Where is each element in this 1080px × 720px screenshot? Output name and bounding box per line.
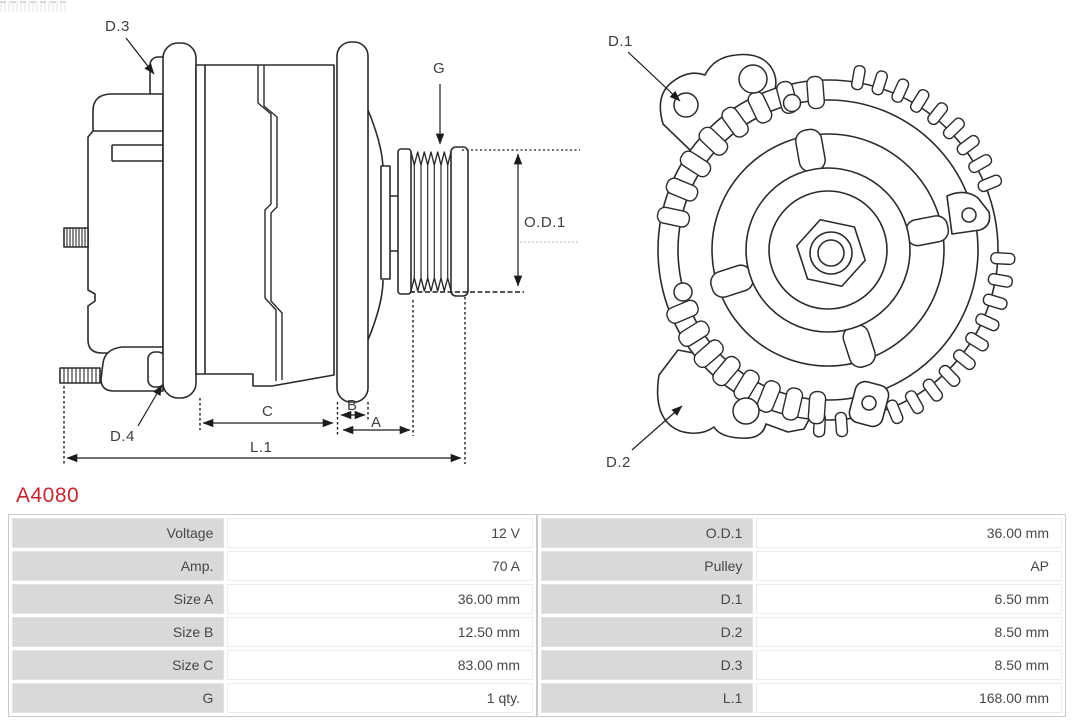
- rear-flange: [162, 42, 197, 399]
- table-row: Amp. 70 A: [12, 551, 533, 581]
- housing-seam: [257, 65, 283, 381]
- table-row: Size C 83.00 mm: [12, 650, 533, 680]
- dimension-lines: [63, 37, 580, 464]
- vent-slots: [656, 75, 827, 425]
- label-od1: O.D.1: [524, 214, 566, 231]
- spec-label: D.3: [541, 650, 754, 680]
- table-row: D.2 8.50 mm: [541, 617, 1062, 647]
- spec-label: G: [12, 683, 225, 713]
- spec-label: Size B: [12, 617, 225, 647]
- spec-value: 1 qty.: [227, 683, 533, 713]
- label-d1: D.1: [608, 33, 633, 50]
- spec-label: D.2: [541, 617, 754, 647]
- spec-value: AP: [756, 551, 1062, 581]
- spec-label: Size A: [12, 584, 225, 614]
- label-c: C: [262, 403, 273, 420]
- spec-tables: Voltage 12 V Amp. 70 A Size A 36.00 mm S…: [8, 514, 1066, 717]
- spec-table-right: O.D.1 36.00 mm Pulley AP D.1 6.50 mm D.2…: [537, 514, 1066, 717]
- spec-value: 6.50 mm: [756, 584, 1062, 614]
- label-b: B: [347, 397, 358, 414]
- spec-label: L.1: [541, 683, 754, 713]
- side-view-drawing: D.3 G O.D.1 D.4 C B A L.1: [59, 18, 580, 464]
- spec-table-left: Voltage 12 V Amp. 70 A Size A 36.00 mm S…: [8, 514, 537, 717]
- spec-label: O.D.1: [541, 518, 754, 548]
- table-row: L.1 168.00 mm: [541, 683, 1062, 713]
- rear-housing: [87, 93, 164, 354]
- spec-value: 36.00 mm: [227, 584, 533, 614]
- label-g: G: [433, 60, 445, 77]
- front-view-drawing: D.1 D.2: [606, 33, 1016, 471]
- spec-value: 36.00 mm: [756, 518, 1062, 548]
- shaft-spacer: [380, 165, 391, 280]
- spec-label: D.1: [541, 584, 754, 614]
- spec-label: Size C: [12, 650, 225, 680]
- spec-label: Voltage: [12, 518, 225, 548]
- table-row: Voltage 12 V: [12, 518, 533, 548]
- label-l1: L.1: [250, 439, 272, 456]
- spokes: [710, 128, 950, 368]
- threaded-stud-bottom: [59, 367, 101, 384]
- spec-label: Pulley: [541, 551, 754, 581]
- part-number: A4080: [16, 484, 80, 507]
- technical-drawings: D.3 G O.D.1 D.4 C B A L.1: [59, 18, 1016, 471]
- table-row: Size B 12.50 mm: [12, 617, 533, 647]
- front-flange: [336, 41, 369, 403]
- front-view-leaders: [627, 51, 683, 451]
- drawings-svg: D.3 G O.D.1 D.4 C B A L.1: [59, 18, 1016, 471]
- threaded-stud-top: [63, 227, 89, 248]
- pulley: [397, 146, 469, 297]
- table-row: Size A 36.00 mm: [12, 584, 533, 614]
- table-row: G 1 qty.: [12, 683, 533, 713]
- spec-value: 8.50 mm: [756, 617, 1062, 647]
- pulley-hub: [745, 167, 911, 333]
- table-row: O.D.1 36.00 mm: [541, 518, 1062, 548]
- table-row: Pulley AP: [541, 551, 1062, 581]
- mounting-holes: [673, 64, 977, 425]
- spec-value: 12.50 mm: [227, 617, 533, 647]
- label-d2: D.2: [606, 454, 631, 471]
- spec-value: 83.00 mm: [227, 650, 533, 680]
- table-row: D.3 8.50 mm: [541, 650, 1062, 680]
- label-d3: D.3: [105, 18, 130, 35]
- watermark-fragment: [0, 1, 66, 12]
- spec-value: 168.00 mm: [756, 683, 1062, 713]
- spec-value: 8.50 mm: [756, 650, 1062, 680]
- spec-value: 12 V: [227, 518, 533, 548]
- spec-value: 70 A: [227, 551, 533, 581]
- spec-label: Amp.: [12, 551, 225, 581]
- table-row: D.1 6.50 mm: [541, 584, 1062, 614]
- label-d4: D.4: [110, 428, 135, 445]
- label-a: A: [371, 414, 382, 431]
